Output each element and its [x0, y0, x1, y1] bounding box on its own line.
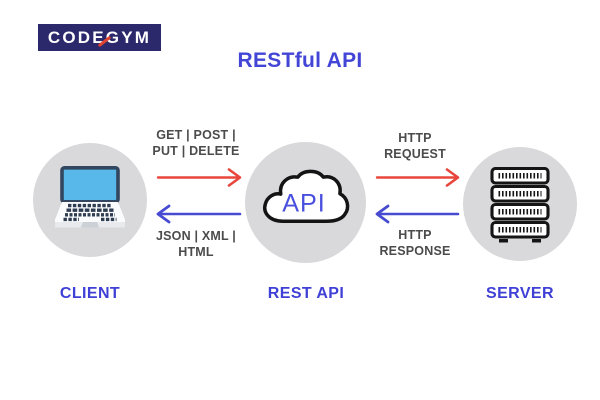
server-node-circle	[463, 147, 577, 261]
client-node-label: CLIENT	[59, 285, 121, 302]
logo-text: CODEGYM	[47, 28, 152, 47]
client-to-api-arrow	[156, 168, 242, 187]
laptop-icon	[55, 166, 125, 228]
diagram-title: RESTful API	[237, 49, 363, 72]
server-node-label: SERVER	[486, 285, 554, 302]
api-to-client-label: JSON | XML | HTML	[155, 229, 236, 259]
codegym-logo: CODEGYM	[38, 24, 161, 51]
server-to-api-arrow	[375, 204, 460, 224]
api-to-server-label: HTTP REQUEST	[384, 131, 446, 161]
client-to-api-label: GET | POST | PUT | DELETE	[152, 128, 240, 158]
api-to-client-arrow	[156, 204, 242, 224]
client-node-circle	[33, 143, 147, 257]
server-rack-icon	[490, 167, 550, 243]
rest-api-node-label: REST API	[267, 285, 345, 302]
cloud-icon: API	[263, 169, 350, 223]
server-to-api-label: HTTP RESPONSE	[379, 228, 451, 258]
cloud-api-text: API	[282, 190, 325, 218]
api-to-server-arrow	[375, 168, 460, 187]
rest-api-node-circle: API	[245, 142, 366, 263]
